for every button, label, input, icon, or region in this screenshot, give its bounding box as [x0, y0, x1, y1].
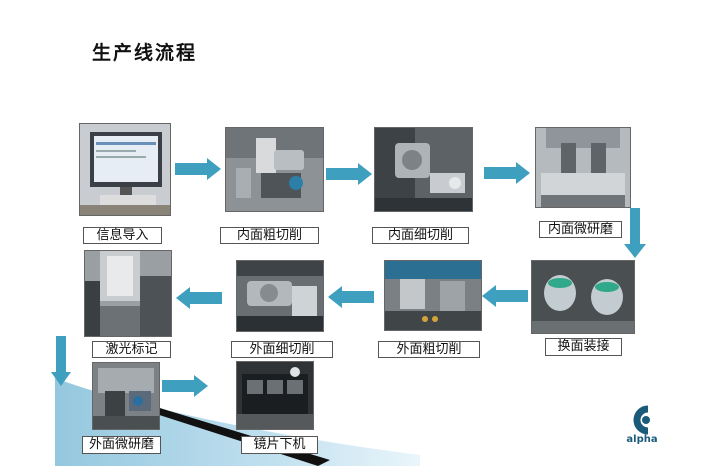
arrow-right-2	[326, 163, 372, 185]
arrow-right-3	[484, 162, 530, 184]
photo-outer-fine-cutting	[236, 260, 324, 332]
photo-lens-unloading	[236, 361, 314, 430]
caption-inner-fine-cutting: 内面细切削	[372, 227, 469, 244]
alpha-logo-icon	[633, 405, 650, 435]
caption-lens-unloading: 镜片下机	[241, 436, 318, 454]
caption-outer-rough-cutting: 外面粗切削	[378, 341, 480, 358]
arrow-left-1	[482, 285, 528, 307]
caption-inner-micro-grinding: 内面微研磨	[539, 221, 622, 238]
caption-lens-mounting: 换面装接	[545, 338, 622, 356]
logo-text: alpha	[626, 434, 658, 445]
caption-laser-marking: 激光标记	[92, 341, 171, 358]
photo-laser-marking	[84, 250, 172, 337]
arrow-right-1	[175, 158, 221, 180]
photo-outer-rough-cutting	[384, 260, 482, 331]
photo-lens-mounting	[531, 260, 635, 334]
page-title: 生产线流程	[92, 42, 198, 64]
arrow-down-left	[51, 336, 71, 386]
arrow-left-2	[328, 286, 374, 308]
photo-inner-rough-cutting	[225, 127, 324, 212]
caption-outer-micro-grinding: 外面微研磨	[82, 436, 161, 454]
photo-inner-fine-cutting	[374, 127, 473, 212]
photo-info-import	[79, 123, 171, 216]
arrow-right-bottom	[162, 375, 208, 397]
photo-inner-micro-grinding	[535, 127, 631, 208]
caption-info-import: 信息导入	[83, 227, 162, 244]
caption-outer-fine-cutting: 外面细切削	[231, 341, 333, 358]
company-logo: alpha	[622, 405, 662, 451]
arrow-down-right	[624, 208, 646, 258]
photo-outer-micro-grinding	[92, 362, 160, 430]
arrow-left-3	[176, 287, 222, 309]
caption-inner-rough-cutting: 内面粗切削	[220, 227, 319, 244]
